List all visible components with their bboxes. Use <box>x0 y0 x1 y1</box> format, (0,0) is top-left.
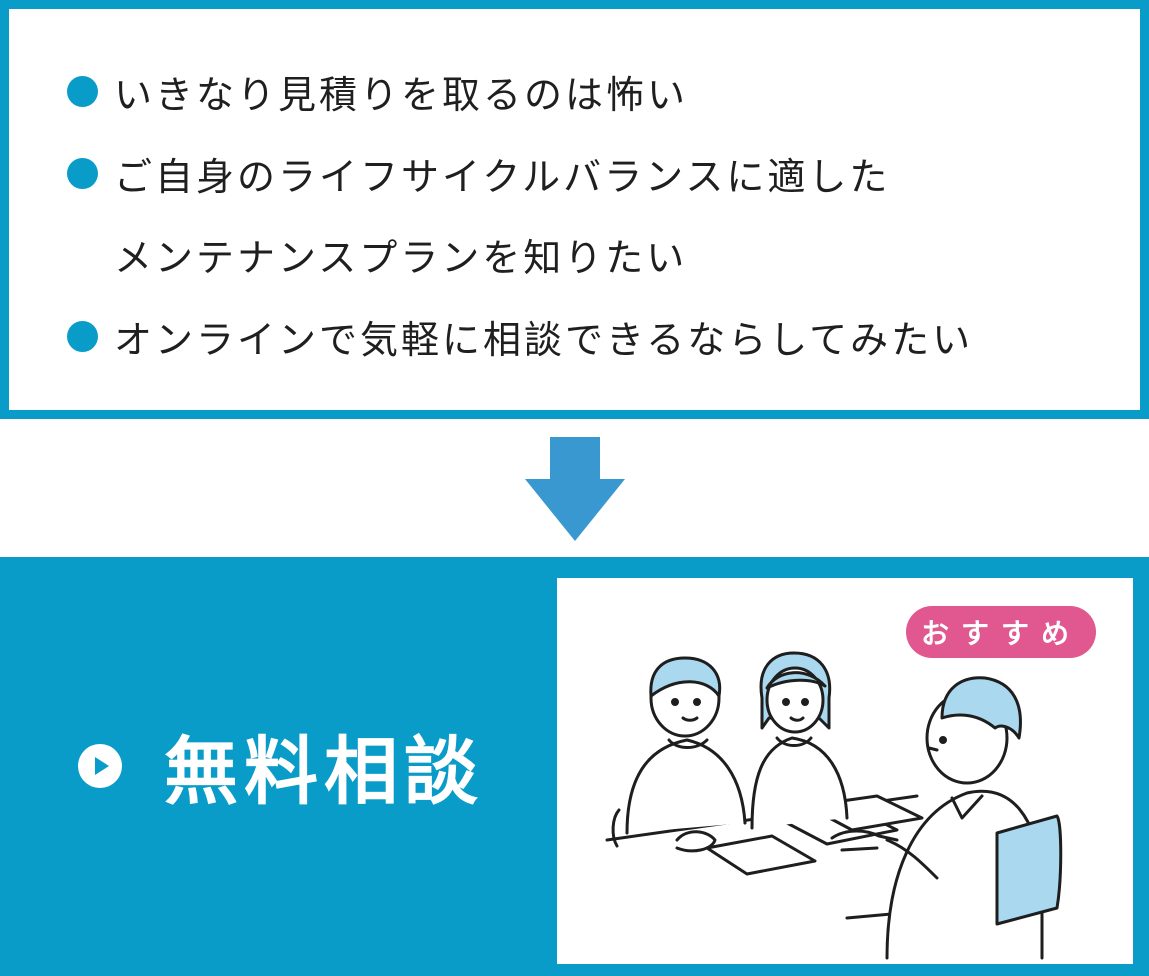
concern-text: オンラインで気軽に相談できるならしてみたい <box>114 317 974 362</box>
person-man-left <box>611 656 747 853</box>
concern-text: ご自身のライフサイクルバランスに適した <box>114 154 891 199</box>
down-arrow-icon <box>525 437 625 541</box>
concern-item: いきなり見積りを取るのは怖い <box>67 61 688 121</box>
bullet-dot <box>67 320 98 352</box>
concern-text: いきなり見積りを取るのは怖い <box>114 72 689 117</box>
concern-item: オンラインで気軽に相談できるならしてみたい <box>67 306 973 366</box>
play-circle-icon <box>78 743 122 788</box>
concerns-list: いきなり見積りを取るのは怖い ご自身のライフサイクルバランスに適した メンテナン… <box>9 9 1140 410</box>
bullet-dot <box>67 157 98 189</box>
concern-item: ご自身のライフサイクルバランスに適した <box>67 143 890 203</box>
chair <box>995 814 1063 926</box>
concern-text: メンテナンスプランを知りたい <box>114 235 688 280</box>
concern-item-continuation: メンテナンスプランを知りたい <box>67 224 687 284</box>
person-woman <box>750 651 849 830</box>
bullet-dot <box>67 75 98 107</box>
free-consultation-link[interactable]: 無料相談 <box>78 712 484 819</box>
consultation-illustration: おすすめ <box>557 578 1133 964</box>
consultation-panel: 無料相談 <box>0 557 1149 976</box>
recommended-badge: おすすめ <box>906 606 1096 658</box>
concerns-panel: いきなり見積りを取るのは怖い ご自身のライフサイクルバランスに適した メンテナン… <box>0 0 1149 419</box>
cta-label: 無料相談 <box>164 729 484 815</box>
meeting-illustration <box>605 651 1063 960</box>
paper-sheet <box>705 834 817 876</box>
